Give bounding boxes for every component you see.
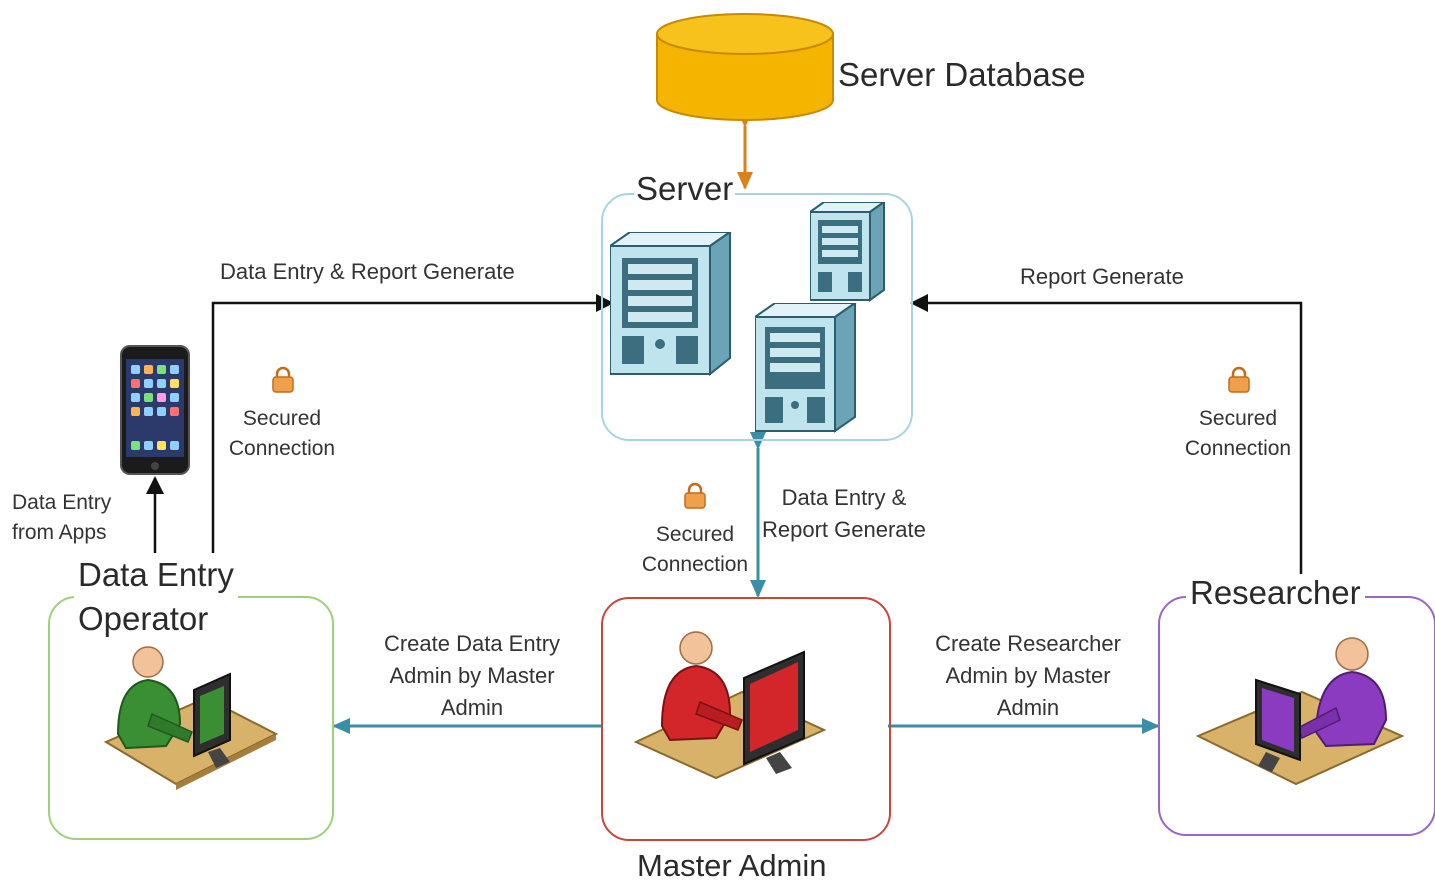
- secured-connection-center: Secured Connection: [633, 520, 757, 580]
- operator-label-line1: Data Entry: [78, 556, 234, 593]
- admin-researcher-label-line3: Admin: [996, 695, 1060, 720]
- server-tower-icon: [610, 232, 732, 377]
- operator-label-line2: Operator: [78, 600, 209, 637]
- secured-left-line2: Connection: [228, 437, 336, 460]
- master-admin-person-icon: [633, 631, 827, 780]
- secured-connection-left: Secured Connection: [220, 404, 344, 464]
- secured-right-line1: Secured: [1198, 407, 1278, 430]
- lock-icon-center: [684, 482, 706, 509]
- admin-server-label-line2: Report Generate: [762, 517, 926, 542]
- researcher-label: Researcher: [1186, 574, 1365, 612]
- admin-operator-label-line2: Admin by Master: [389, 663, 555, 688]
- admin-operator-label-line1: Create Data Entry: [383, 631, 561, 656]
- admin-operator-label-line3: Admin: [440, 695, 504, 720]
- database-label: Server Database: [838, 56, 1086, 93]
- operator-person-icon: [103, 646, 279, 790]
- secured-center-line1: Secured: [655, 523, 735, 546]
- secured-connection-right: Secured Connection: [1176, 404, 1300, 464]
- admin-server-label-line1: Data Entry &: [781, 485, 907, 510]
- admin-researcher-label-line2: Admin by Master: [945, 663, 1111, 688]
- server-box: [601, 193, 913, 441]
- secured-right-line2: Connection: [1184, 437, 1292, 460]
- admin-researcher-label-line1: Create Researcher: [935, 631, 1121, 656]
- admin-operator-label: Create Data Entry Admin by Master Admin: [355, 628, 589, 724]
- phone-operator-label-line2: from Apps: [12, 521, 107, 544]
- operator-server-label: Data Entry & Report Generate: [220, 259, 515, 284]
- researcher-person-icon: [1196, 637, 1405, 786]
- researcher-server-label: Report Generate: [1020, 264, 1184, 289]
- server-tower-small-icon: [810, 202, 886, 302]
- data-entry-operator-label: Data Entry Operator: [74, 553, 238, 641]
- admin-researcher-label: Create Researcher Admin by Master Admin: [910, 628, 1146, 724]
- admin-server-label: Data Entry & Report Generate: [762, 482, 926, 546]
- phone-operator-label-line1: Data Entry: [12, 491, 112, 514]
- smartphone-icon: [120, 345, 190, 475]
- operator-server-arrow: [204, 294, 614, 598]
- lock-icon-right: [1228, 366, 1250, 393]
- master-admin-label: Master Admin: [637, 848, 827, 883]
- server-label: Server: [634, 170, 736, 208]
- phone-operator-label: Data Entry from Apps: [12, 488, 111, 548]
- lock-icon-left: [272, 366, 294, 393]
- secured-center-line2: Connection: [641, 553, 749, 576]
- researcher-server-arrow: [910, 294, 1310, 598]
- server-tower-front-icon: [755, 303, 857, 433]
- secured-left-line1: Secured: [242, 407, 322, 430]
- database-icon: [656, 13, 834, 121]
- master-admin-box: [601, 597, 891, 841]
